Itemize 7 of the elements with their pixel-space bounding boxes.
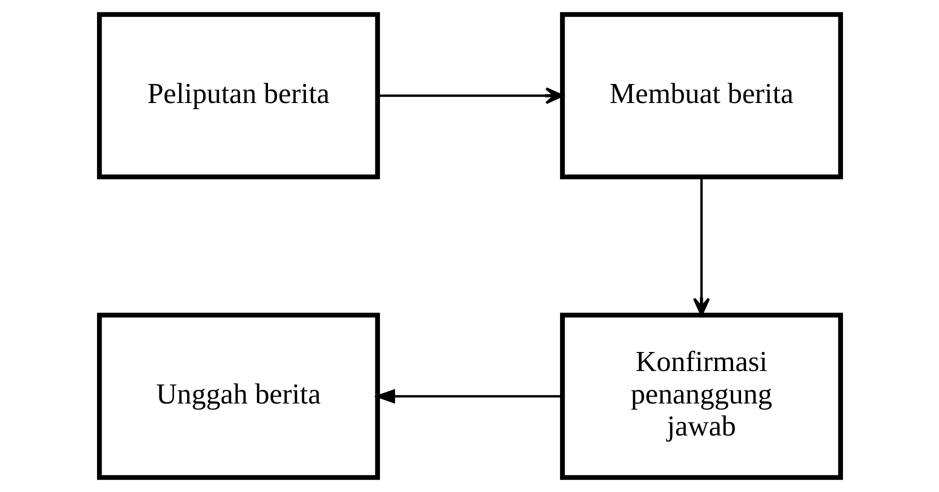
node-box: Membuat berita (560, 12, 842, 180)
arrow (374, 389, 562, 404)
arrow (377, 87, 564, 104)
node-box: Konfirmasi penanggung jawab (560, 312, 842, 480)
node-box: Unggah berita (96, 312, 380, 480)
arrow (692, 177, 710, 316)
node-box: Peliputan berita (96, 12, 380, 180)
